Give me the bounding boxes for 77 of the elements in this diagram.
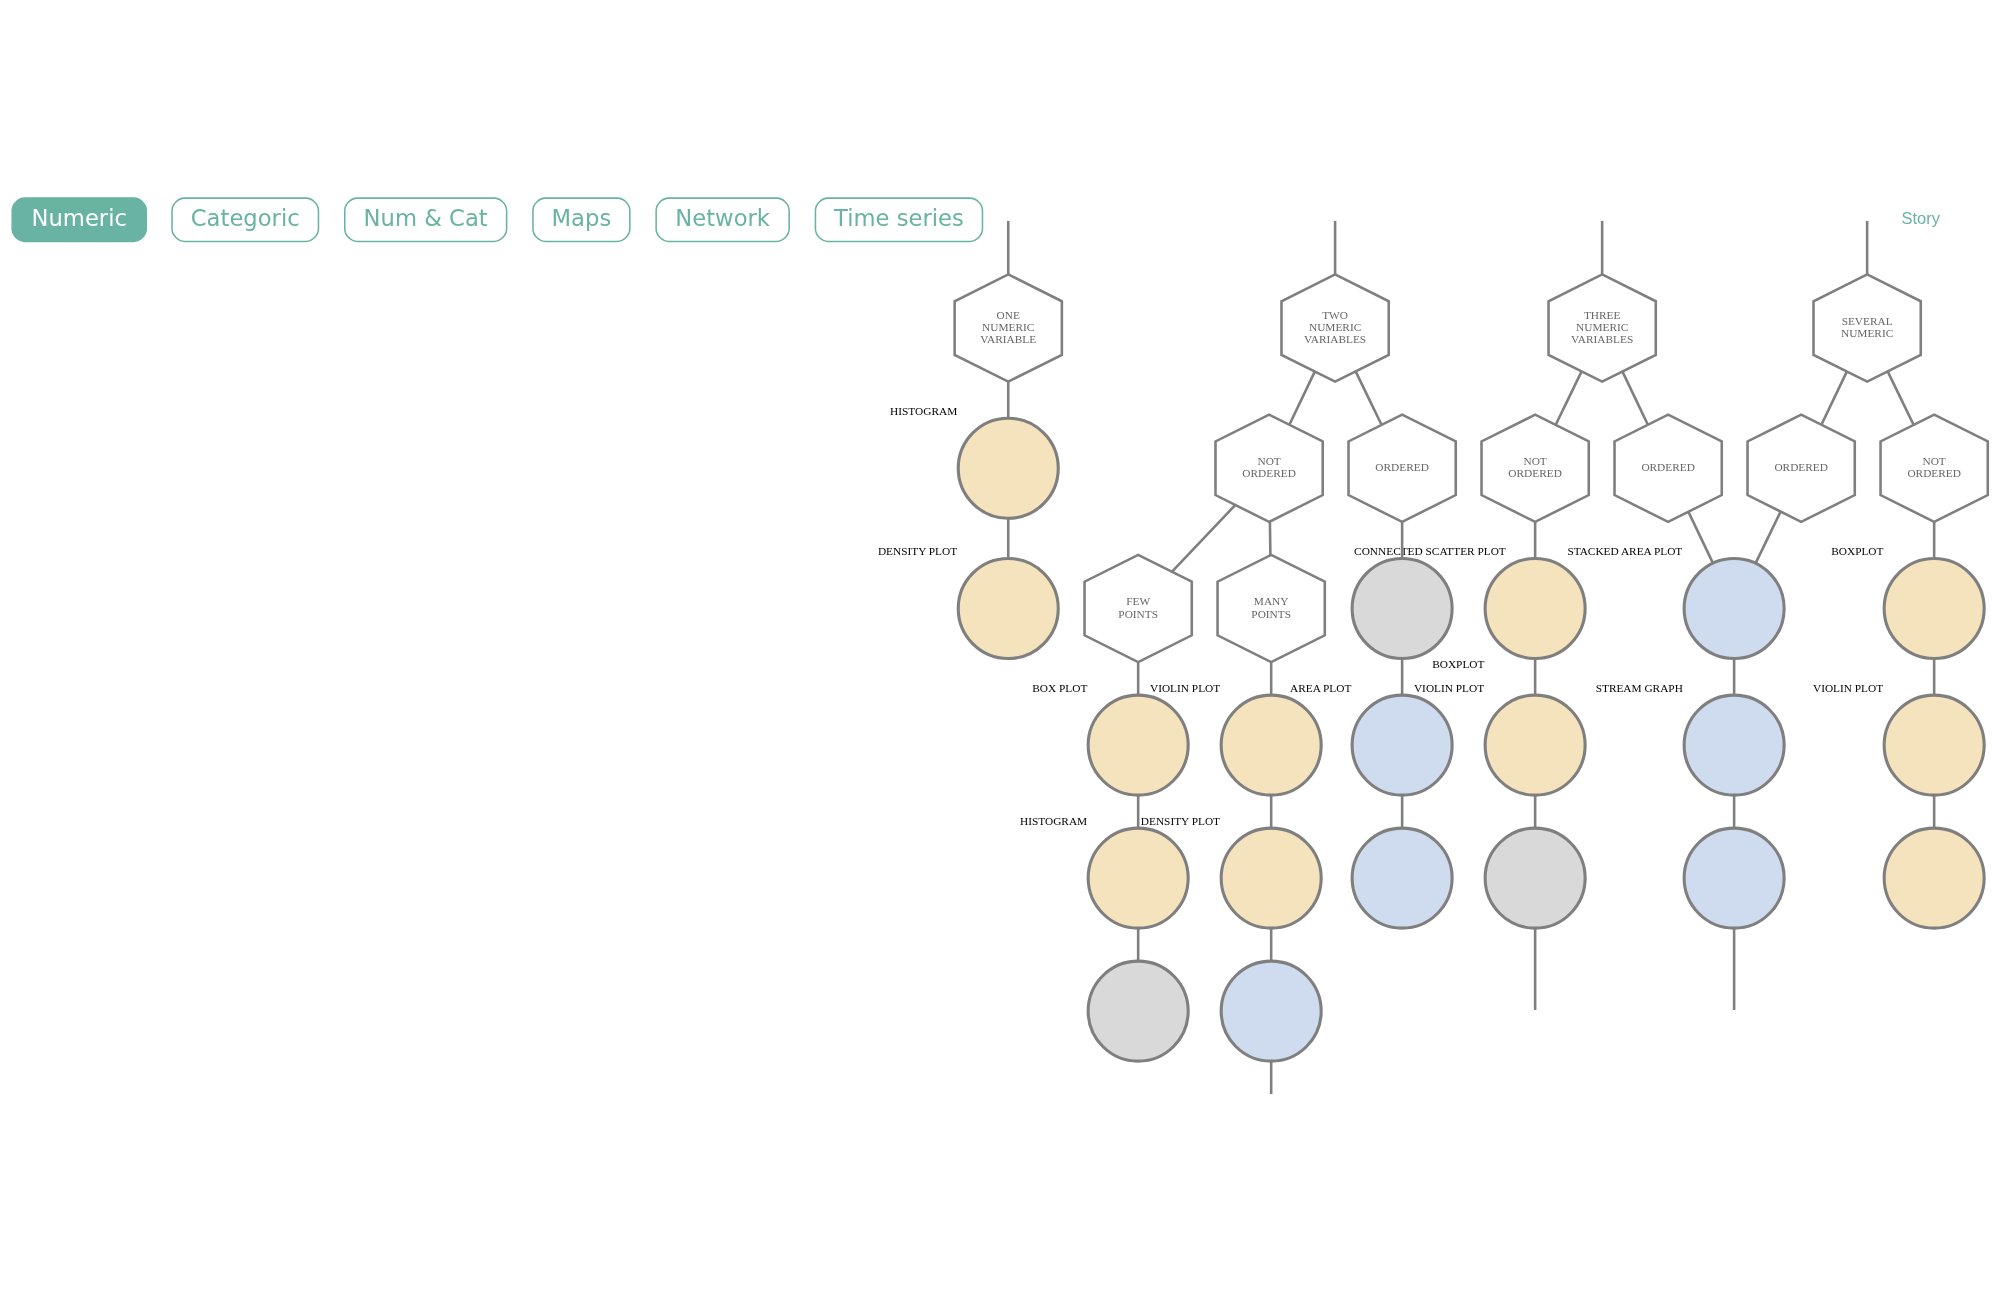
node-circle [1483,556,1587,660]
connector [1006,220,1010,274]
node-circle [1682,693,1786,797]
node-box: Network [655,196,790,242]
connector [1932,521,1936,558]
connector [1533,927,1537,1010]
node-circle [956,416,1060,520]
node-label: DENSITY PLOT [1140,814,1221,827]
node-circle [1219,826,1323,930]
node-circle [1086,826,1190,930]
node-box: Maps [532,196,631,242]
node-circle [1882,556,1986,660]
connector [1687,510,1714,563]
node-label: HISTOGRAM [890,404,958,417]
node-circle [1350,693,1454,797]
connector [1820,370,1848,425]
connector [1333,220,1337,274]
connector [1269,927,1273,961]
connector [1533,794,1537,828]
node-label: BOX PLOT [1032,681,1088,694]
connector [1554,370,1583,425]
node-label: VIOLIN PLOT [1413,681,1485,694]
node-label: BOXPLOT [1831,544,1884,557]
node-box: Num & Cat [343,196,508,242]
node-label: STACKED AREA PLOT [1567,544,1683,557]
connector [1621,370,1649,425]
connector [1171,503,1236,573]
connector [1400,658,1404,695]
node-circle [1682,556,1786,660]
node-box: Time series [814,196,984,242]
connector [1136,927,1140,961]
node-circle [1483,826,1587,930]
connector [1600,220,1604,274]
label: Story [1901,208,1940,227]
node-label: STREAM GRAPH [1595,681,1683,694]
node-label: VIOLIN PLOT [1812,681,1884,694]
connector [1865,220,1869,274]
node-circle [1086,959,1190,1063]
connector [1732,927,1736,1010]
connector [1269,661,1273,695]
connector [1288,370,1316,425]
connector [1269,1060,1273,1094]
connector [1886,370,1915,425]
node-circle [1882,693,1986,797]
connector [1533,521,1537,558]
connector [1006,517,1010,558]
node-label: VIOLIN PLOT [1149,681,1221,694]
connector [1268,521,1272,555]
node-circle [1682,826,1786,930]
connector [1354,370,1383,425]
node-circle [1350,556,1454,660]
connector [1732,794,1736,828]
node-circle [1483,693,1587,797]
connector [1269,794,1273,828]
node-circle [1219,693,1323,797]
node-label: CONNECTED SCATTER PLOT [1354,544,1506,557]
node-circle [956,556,1060,660]
connector [1932,658,1936,695]
node-label: HISTOGRAM [1020,814,1088,827]
connector [1932,794,1936,828]
node-label: BOXPLOT [1432,657,1485,670]
node-circle [1882,826,1986,930]
node-circle [1350,826,1454,930]
connector [1754,510,1782,563]
connector [1400,794,1404,828]
node-box: Numeric [11,196,148,242]
node-label: AREA PLOT [1289,681,1352,694]
node-label: DENSITY PLOT [877,544,958,557]
connector [1533,658,1537,695]
node-circle [1086,693,1190,797]
node-box: Categoric [171,196,320,242]
connector [1400,521,1404,558]
connector [1732,658,1736,695]
connector [1136,661,1140,695]
node-circle [1219,959,1323,1063]
connector [1006,381,1010,418]
connector [1136,794,1140,828]
